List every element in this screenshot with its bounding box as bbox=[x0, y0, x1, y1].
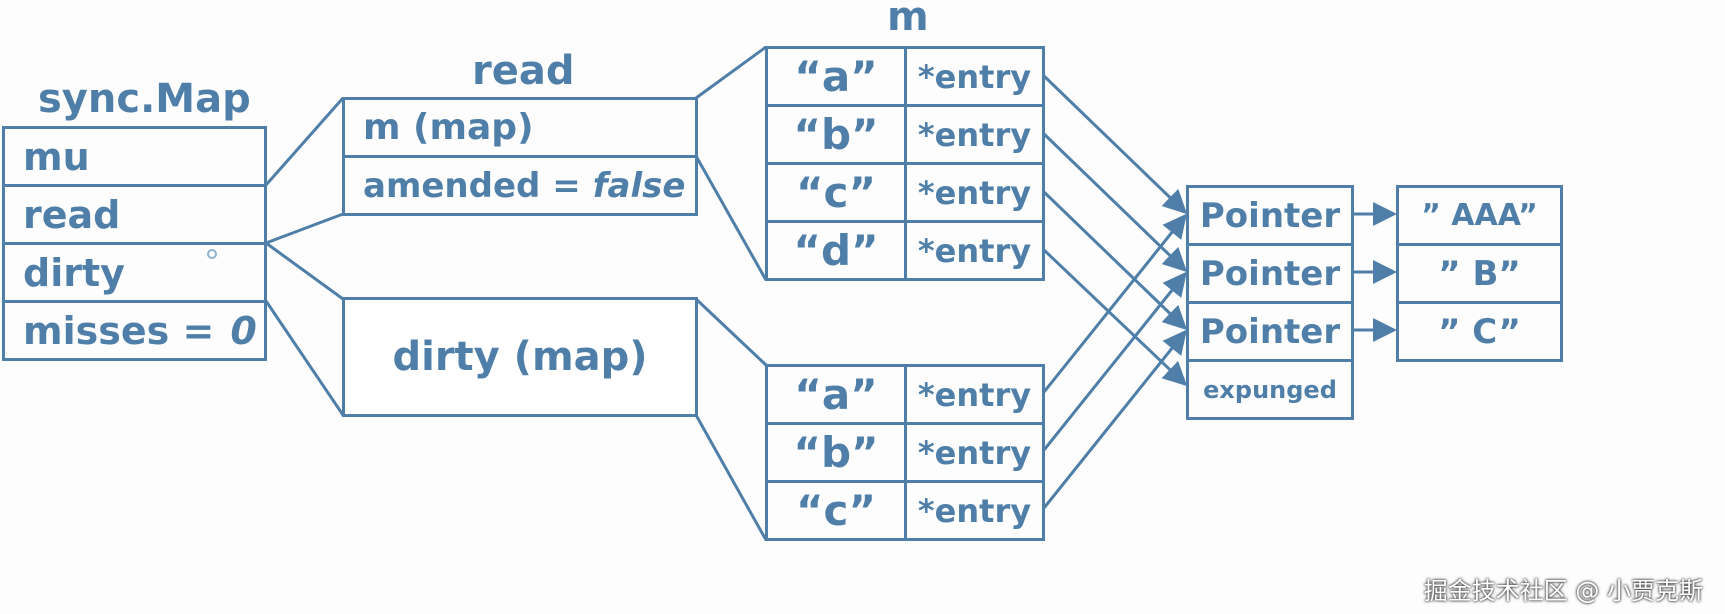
dirty-map-key-c: “c” bbox=[765, 480, 907, 541]
dirty-map-key-b-text: “b” bbox=[793, 428, 879, 477]
dirty-map-entry-a: *entry bbox=[904, 364, 1045, 425]
connector-read-bottom bbox=[265, 212, 344, 245]
read-map-entry-a: *entry bbox=[904, 46, 1045, 107]
read-map-key-d: “d” bbox=[765, 220, 907, 281]
dirty-map-key-a-text: “a” bbox=[794, 370, 878, 419]
connector-dirtymap-bottom bbox=[694, 414, 768, 541]
pointer-2-text: Pointer bbox=[1199, 253, 1341, 294]
read-map-key-b-text: “b” bbox=[793, 110, 879, 159]
cursor-dot-icon bbox=[207, 249, 217, 259]
field-dirty-label: dirty bbox=[23, 250, 125, 295]
read-map-entry-d-text: *entry bbox=[917, 231, 1032, 270]
dirty-map-entry-a-text: *entry bbox=[917, 375, 1032, 414]
value-b: ” B” bbox=[1396, 243, 1563, 304]
pointer-1: Pointer bbox=[1186, 185, 1354, 246]
field-mu-label: mu bbox=[23, 134, 90, 179]
read-field-m-label: m (map) bbox=[363, 107, 534, 148]
pointer-expunged: expunged bbox=[1186, 359, 1354, 420]
value-aaa: ” AAA” bbox=[1396, 185, 1563, 246]
dirty-map-entry-c: *entry bbox=[904, 480, 1045, 541]
connector-read-top bbox=[264, 97, 345, 186]
read-map-key-d-text: “d” bbox=[793, 226, 879, 275]
value-b-text: ” B” bbox=[1438, 253, 1521, 294]
field-dirty: dirty bbox=[2, 242, 267, 303]
read-map-entry-b-text: *entry bbox=[917, 115, 1032, 154]
pointer-3: Pointer bbox=[1186, 301, 1354, 362]
field-mu: mu bbox=[2, 126, 267, 187]
arrow-read-a bbox=[1042, 74, 1188, 215]
dirty-map-key-c-text: “c” bbox=[795, 486, 877, 535]
field-misses-value: 0 bbox=[230, 308, 257, 353]
dirty-map-key-b: “b” bbox=[765, 422, 907, 483]
pointer-1-text: Pointer bbox=[1199, 195, 1341, 236]
read-map-entry-a-text: *entry bbox=[917, 57, 1032, 96]
arrow-read-c bbox=[1042, 190, 1188, 331]
read-map-key-a-text: “a” bbox=[794, 52, 878, 101]
pointer-expunged-text: expunged bbox=[1203, 375, 1337, 404]
value-aaa-text: ” AAA” bbox=[1421, 198, 1538, 233]
field-read: read bbox=[2, 184, 267, 245]
arrow-dirty-a bbox=[1042, 213, 1187, 393]
value-c: ” C” bbox=[1396, 301, 1563, 362]
read-map-key-c-text: “c” bbox=[795, 168, 877, 217]
arrow-read-b bbox=[1042, 132, 1188, 273]
m-title: m bbox=[887, 0, 929, 40]
arrow-dirty-b bbox=[1042, 271, 1187, 451]
connector-readmap-bottom bbox=[694, 155, 768, 281]
read-map-key-c: “c” bbox=[765, 162, 907, 223]
read-map-key-b: “b” bbox=[765, 104, 907, 165]
value-c-text: ” C” bbox=[1438, 311, 1521, 352]
read-map-entry-d: *entry bbox=[904, 220, 1045, 281]
dirty-map-entry-b-text: *entry bbox=[917, 433, 1032, 472]
read-title: read bbox=[472, 48, 575, 94]
connector-dirty-top bbox=[265, 241, 344, 301]
read-field-amended-label: amended = bbox=[363, 165, 581, 206]
read-field-m: m (map) bbox=[342, 97, 698, 158]
connector-dirty-bottom bbox=[264, 300, 345, 416]
dirty-struct: dirty (map) bbox=[342, 297, 698, 417]
dirty-map-entry-b: *entry bbox=[904, 422, 1045, 483]
dirty-struct-label: dirty (map) bbox=[392, 334, 648, 380]
sync-map-title: sync.Map bbox=[38, 76, 251, 122]
field-misses-label: misses = bbox=[23, 308, 215, 353]
read-field-amended-value: false bbox=[592, 165, 686, 206]
read-map-entry-c-text: *entry bbox=[917, 173, 1032, 212]
field-misses: misses = 0 bbox=[2, 300, 267, 361]
field-read-label: read bbox=[23, 192, 121, 237]
pointer-2: Pointer bbox=[1186, 243, 1354, 304]
dirty-map-key-a: “a” bbox=[765, 364, 907, 425]
read-map-entry-b: *entry bbox=[904, 104, 1045, 165]
connector-dirtymap-top bbox=[694, 297, 768, 367]
watermark: 掘金技术社区 @ 小贾克斯 bbox=[1423, 577, 1703, 605]
read-map-key-a: “a” bbox=[765, 46, 907, 107]
read-map-entry-c: *entry bbox=[904, 162, 1045, 223]
read-field-amended: amended = false bbox=[342, 155, 698, 216]
dirty-map-entry-c-text: *entry bbox=[917, 491, 1032, 530]
arrow-dirty-c bbox=[1042, 329, 1187, 509]
pointer-3-text: Pointer bbox=[1199, 311, 1341, 352]
connector-readmap-top bbox=[695, 45, 767, 100]
